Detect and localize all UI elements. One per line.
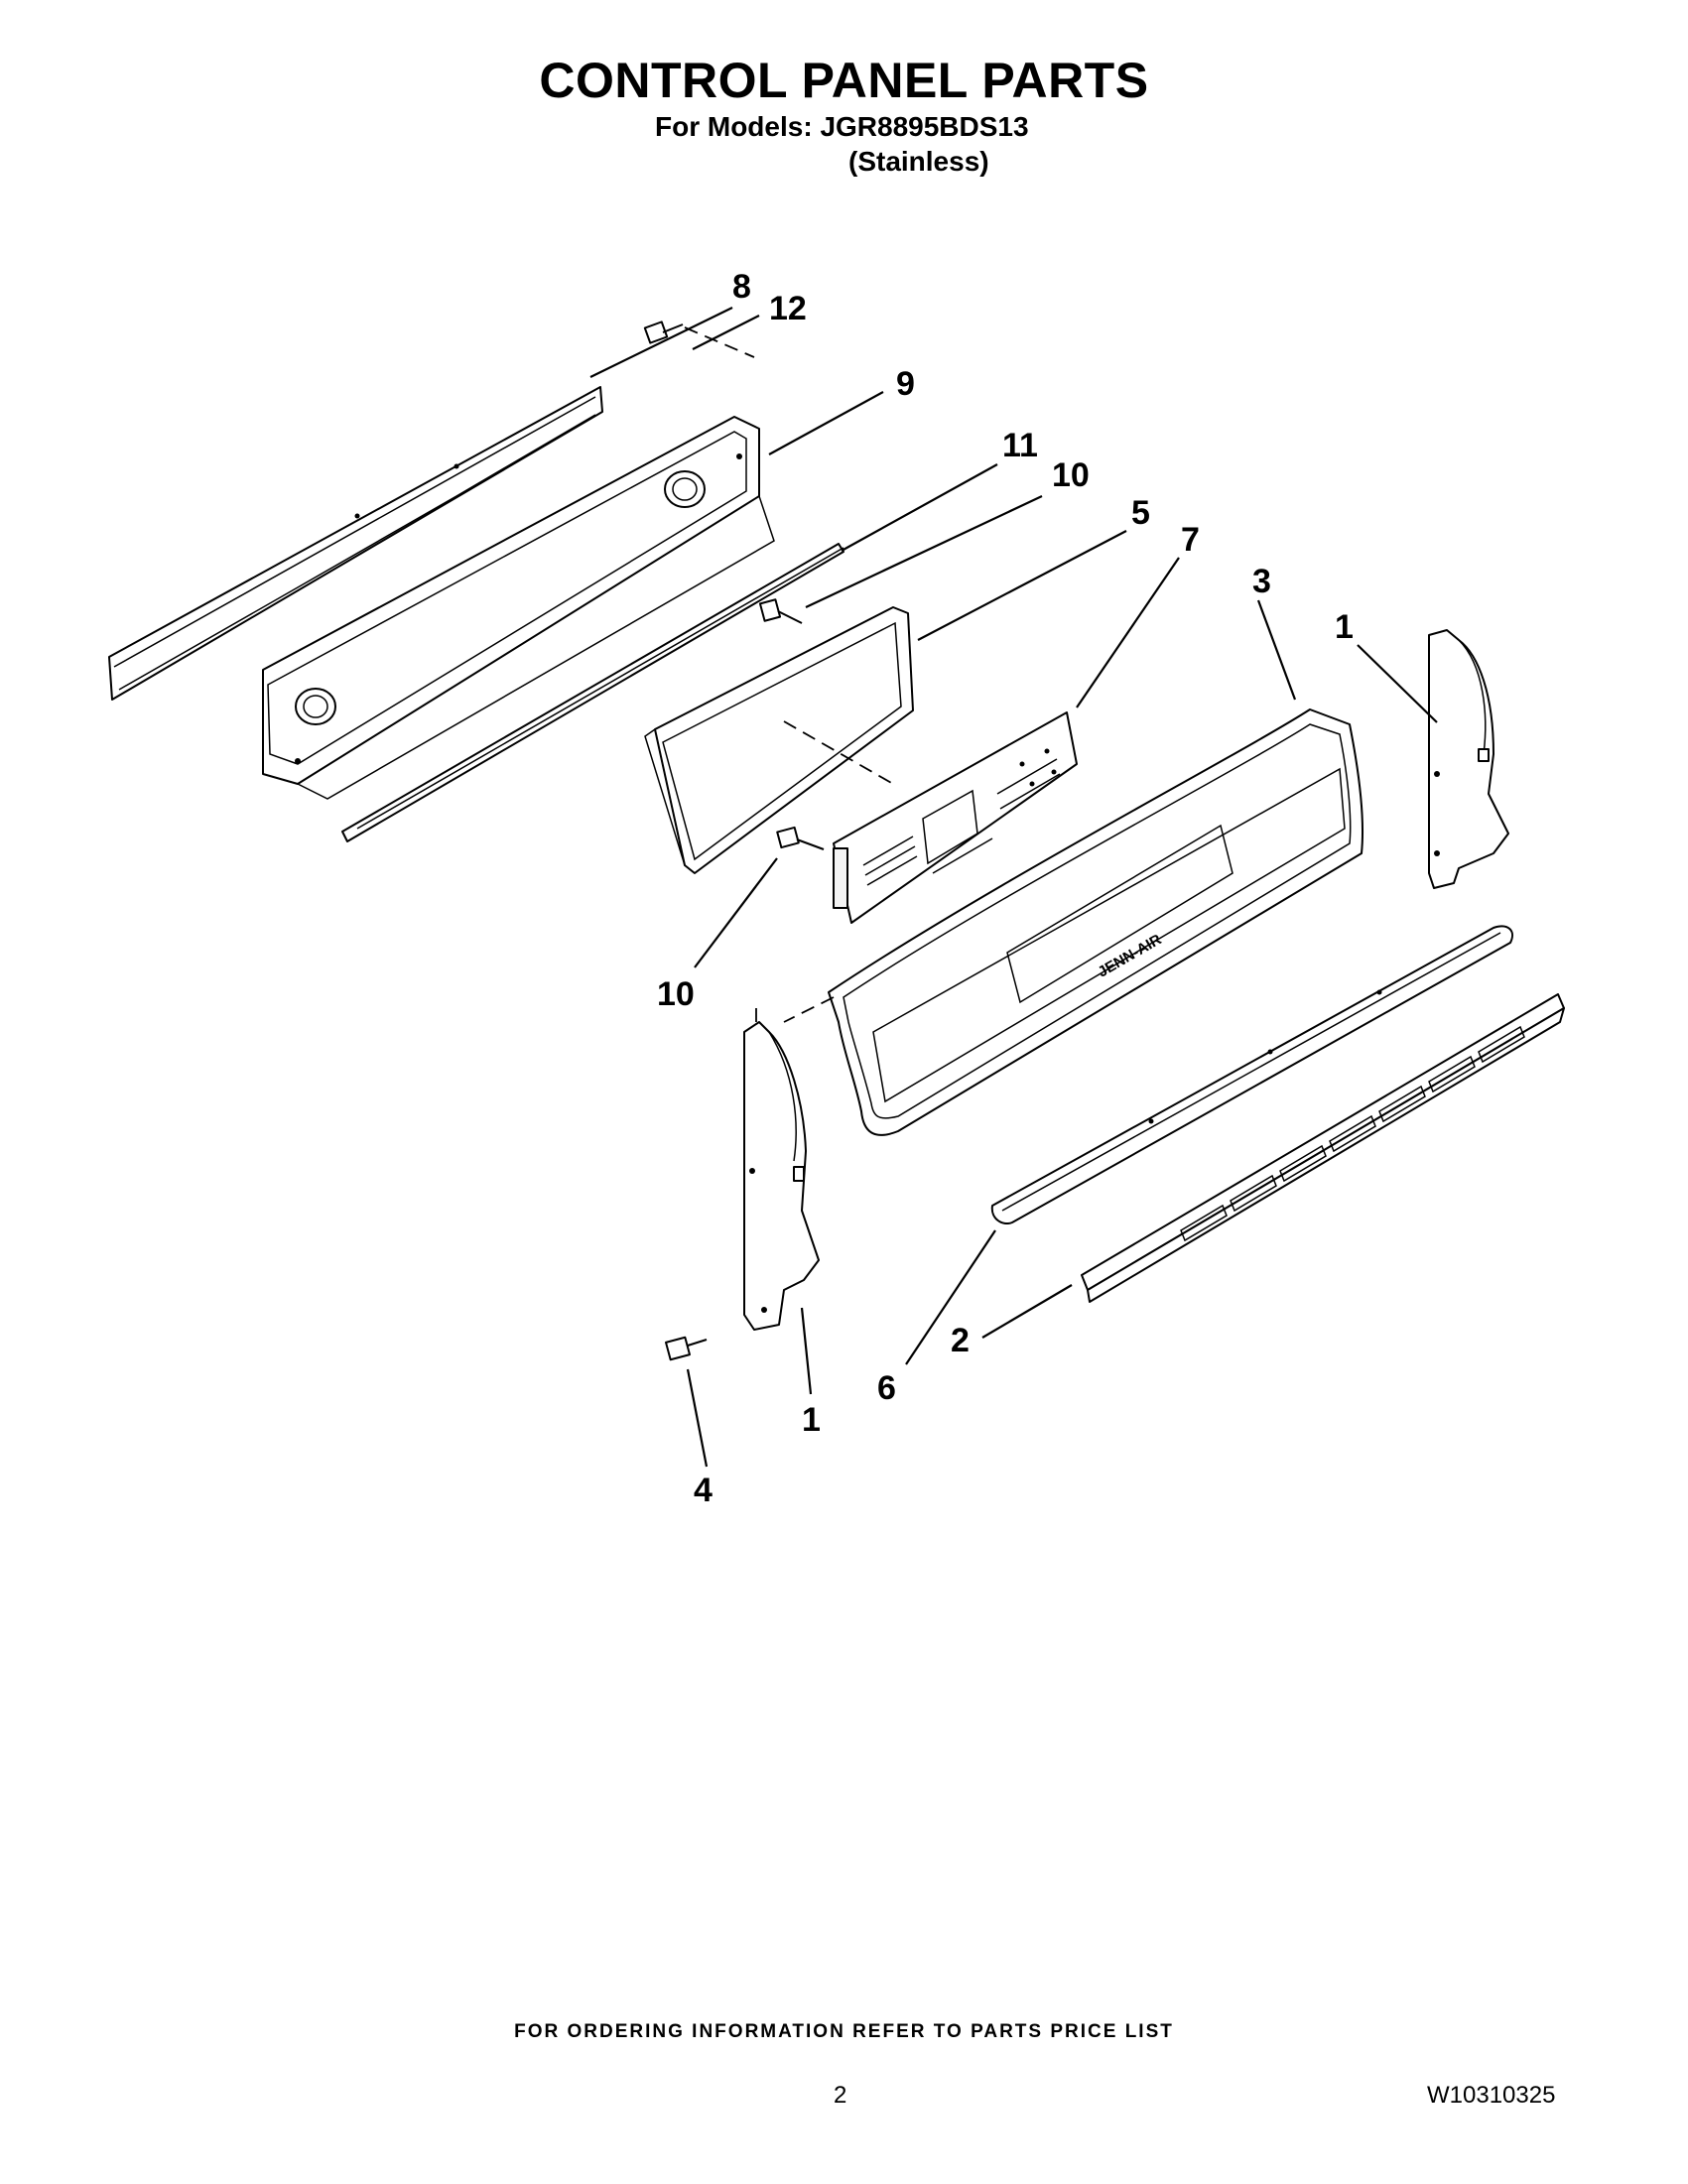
part-3-control-panel: JENN-AIR [828,708,1364,1136]
part-10-upper-screw [758,598,803,624]
part-7-control-board [833,711,1078,924]
callout-11: 11 [1002,427,1038,464]
part-1-left-end-cap [743,1002,820,1331]
callout-9: 9 [896,365,915,403]
callout-12: 12 [769,290,807,327]
part-11-strip [341,543,844,842]
ordering-note: FOR ORDERING INFORMATION REFER TO PARTS … [514,2021,1174,2042]
models-line: For Models: JGR8895BDS13 [655,111,1029,142]
callout-10-upper: 10 [1052,456,1090,494]
finish-line: (Stainless) [848,146,989,177]
callout-1-left: 1 [802,1401,821,1439]
callout-2: 2 [951,1322,970,1359]
callout-4: 4 [694,1472,713,1509]
part-5-control-bracket [644,606,914,874]
part-8-back-plate [108,386,603,701]
callout-7: 7 [1181,521,1200,559]
part-6-trim-strip [990,925,1513,1224]
callout-6: 6 [877,1369,896,1407]
part-12-screw [643,321,684,344]
part-12-alignment-line [684,326,755,358]
part-4-screw [665,1336,708,1361]
part-10-lower-screw [776,826,825,850]
callout-3: 3 [1252,563,1271,600]
document-id: W10310325 [1427,2082,1556,2109]
part-2-vent-trim [1081,993,1565,1303]
page-number: 2 [834,2082,847,2109]
part-3-alignment-line [783,996,835,1023]
callout-labels: 8 12 9 11 10 5 7 3 1 10 2 6 1 4 [657,268,1354,1509]
callout-1-right: 1 [1335,608,1354,646]
callout-leader-lines [589,307,1438,1468]
callout-10-lower: 10 [657,975,695,1013]
part-9-rear-housing [262,416,775,800]
page-title: CONTROL PANEL PARTS [539,53,1149,108]
callout-8: 8 [732,268,751,306]
part-1-right-end-cap [1428,629,1509,889]
callout-5: 5 [1131,494,1150,532]
